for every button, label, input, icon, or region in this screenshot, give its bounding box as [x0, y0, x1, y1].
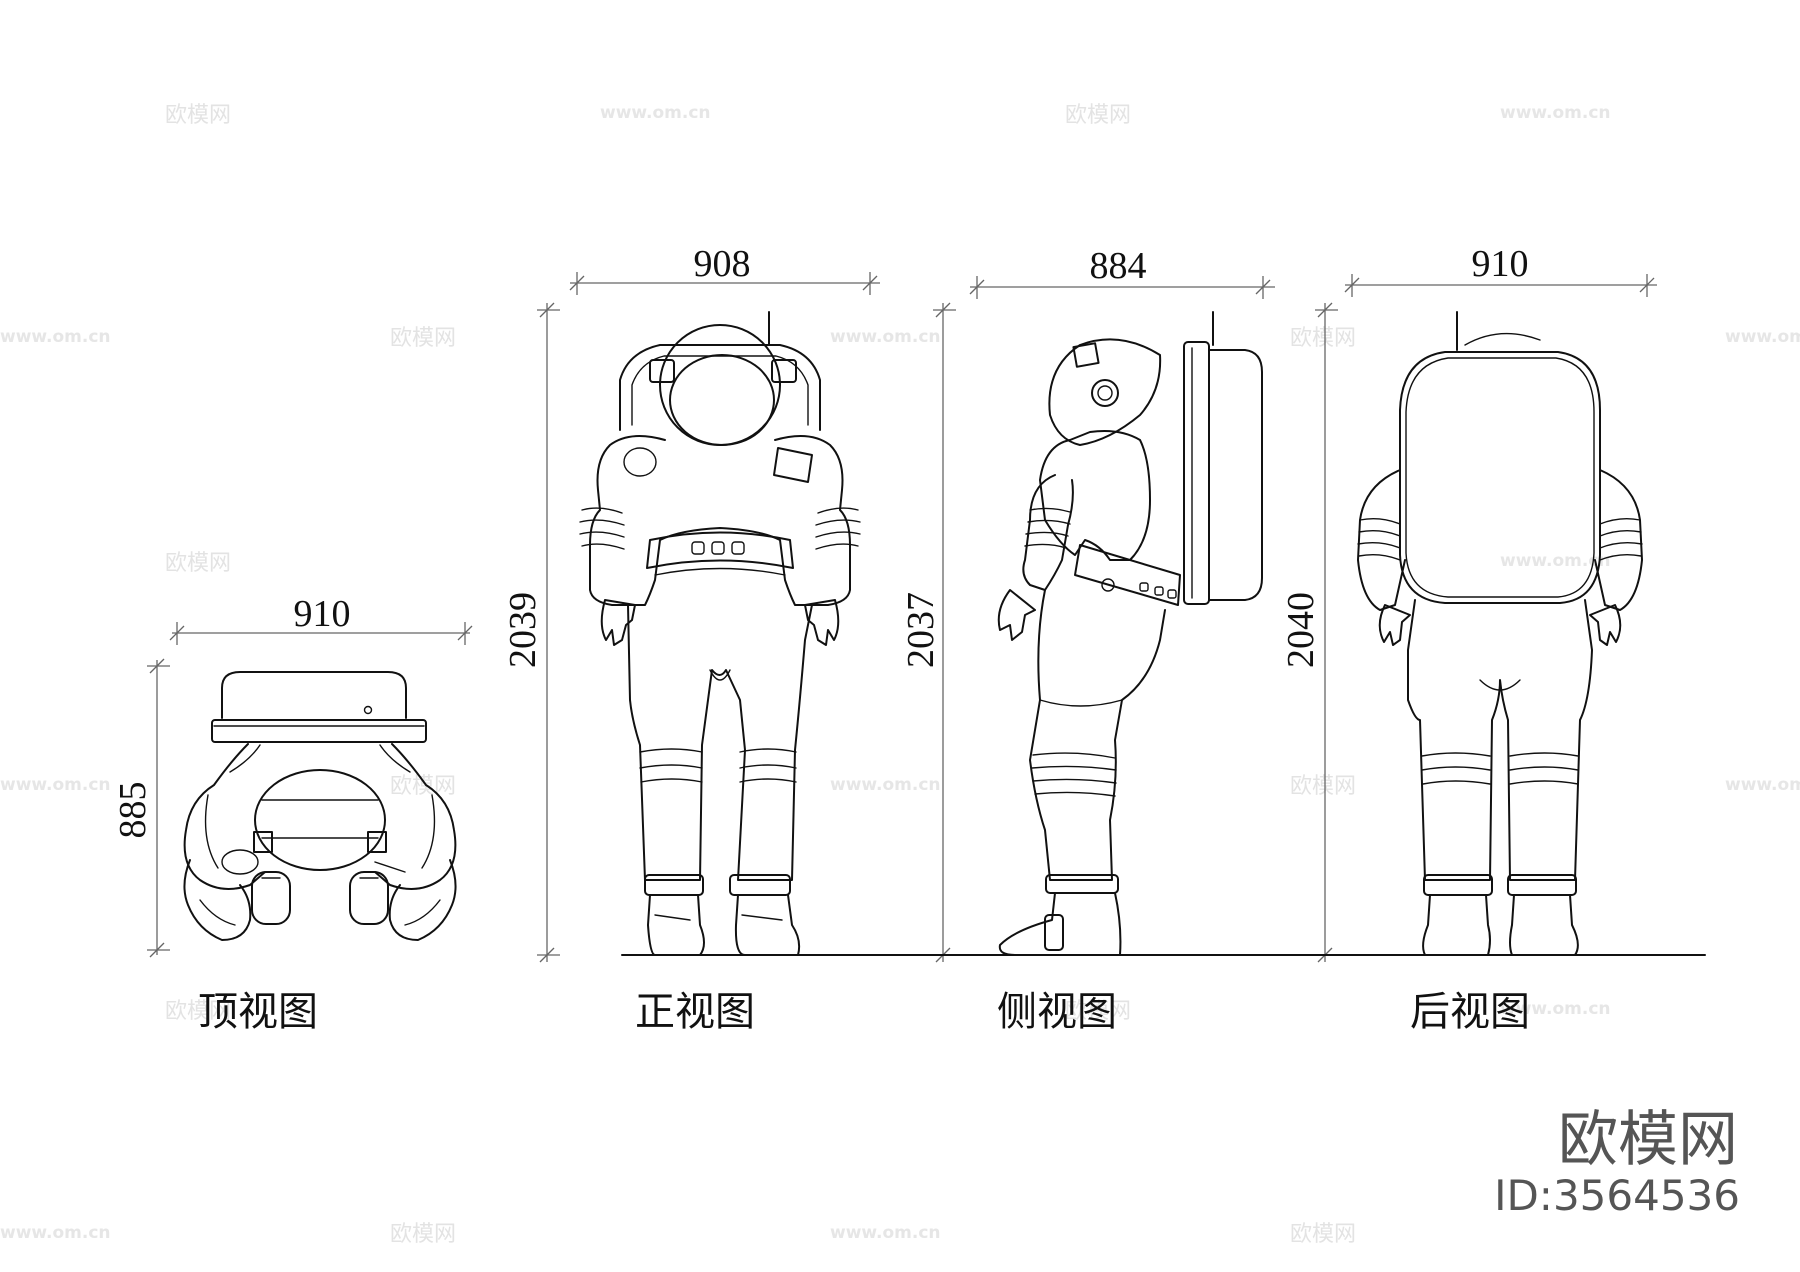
- watermark-url: www.om.cn: [1725, 327, 1800, 347]
- dim-back-width: 910: [1344, 243, 1657, 297]
- watermark-url: www.om.cn: [0, 1223, 111, 1243]
- watermark-url: www.om.cn: [600, 103, 711, 123]
- watermark-brand: 欧模网: [1065, 103, 1131, 128]
- watermark-url: www.om.cn: [830, 1223, 941, 1243]
- watermark-brand: 欧模网: [1065, 999, 1131, 1024]
- dim-side-height: 2037: [900, 302, 956, 963]
- watermark-brand: 欧模网: [165, 103, 231, 128]
- label-back-view: 后视图: [1410, 989, 1530, 1035]
- watermark-url: www.om.cn: [0, 775, 111, 795]
- watermark-brand: 欧模网: [165, 551, 231, 576]
- dim-side-height-label: 2037: [900, 592, 942, 668]
- label-side-view: 侧视图: [997, 989, 1117, 1035]
- watermark-brand: 欧模网: [390, 774, 456, 799]
- watermark-brand: 欧模网: [1290, 1222, 1356, 1247]
- astronaut-back-view: [1357, 311, 1643, 956]
- watermark-brand: 欧模网: [165, 999, 231, 1024]
- astronaut-front-view: [579, 311, 861, 956]
- dim-side-width-label: 884: [1090, 245, 1147, 287]
- watermark-brand: 欧模网: [1290, 774, 1356, 799]
- brand-logo: 欧模网 ID:3564536: [1494, 1105, 1740, 1220]
- watermark-url: www.om.cn: [0, 327, 111, 347]
- label-front-view: 正视图: [635, 989, 755, 1035]
- dimension-lines: 910 885 908 2039: [112, 243, 1657, 963]
- watermark-brand: 欧模网: [390, 1222, 456, 1247]
- dim-front-height-label: 2039: [502, 592, 544, 668]
- watermark-brand: 欧模网: [390, 326, 456, 351]
- watermark-url: www.om.cn: [1500, 999, 1611, 1019]
- dim-back-height: 2040: [1280, 302, 1338, 963]
- watermark-url: www.om.cn: [1500, 103, 1611, 123]
- watermark-brand: 欧模网: [1290, 326, 1356, 351]
- dim-side-width: 884: [969, 245, 1275, 299]
- watermark-url: www.om.cn: [1500, 551, 1611, 571]
- watermark-url: www.om.cn: [830, 327, 941, 347]
- dim-front-height: 2039: [502, 302, 560, 963]
- logo-id-text: ID:3564536: [1494, 1171, 1740, 1220]
- dim-front-width: 908: [569, 243, 880, 295]
- label-top-view: 顶视图: [198, 989, 318, 1035]
- watermark-url: www.om.cn: [830, 775, 941, 795]
- dim-top-depth: 885: [112, 658, 170, 958]
- astronaut-top-view: [183, 671, 457, 941]
- logo-brand-text: 欧模网: [1558, 1105, 1738, 1175]
- dim-back-height-label: 2040: [1280, 592, 1322, 668]
- dim-top-depth-label: 885: [112, 782, 154, 839]
- watermark-url: www.om.cn: [1725, 775, 1800, 795]
- watermark-layer: 欧模网 www.om.cn 欧模网 www.om.cn www.om.cn 欧模…: [0, 103, 1800, 1247]
- dim-back-width-label: 910: [1472, 243, 1529, 285]
- astronaut-side-view: [997, 311, 1263, 956]
- dim-front-width-label: 908: [694, 243, 751, 285]
- dim-top-width-label: 910: [294, 593, 351, 635]
- dim-top-width: 910: [169, 593, 473, 645]
